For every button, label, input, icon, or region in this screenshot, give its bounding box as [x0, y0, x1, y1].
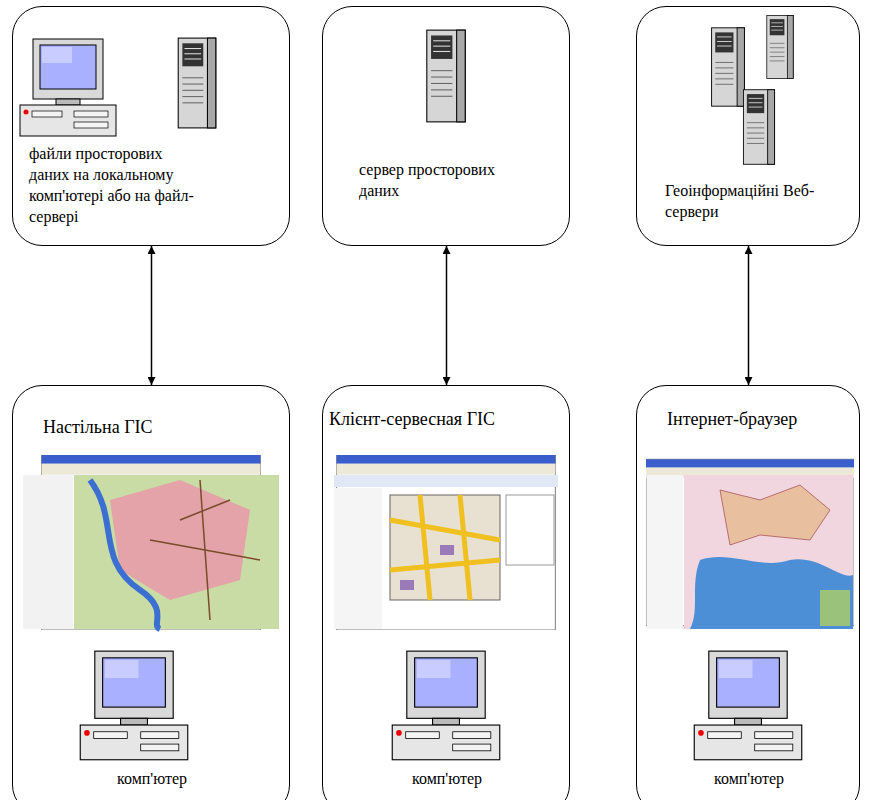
double-arrow — [748, 246, 750, 385]
computer-label: комп'ютер — [323, 768, 571, 789]
computer-label: комп'ютер — [637, 768, 861, 789]
double-arrow — [151, 246, 153, 385]
box-label: файли просторових даних на локальному ко… — [29, 143, 199, 227]
box-label: Клієнт-сервесная ГІС — [329, 408, 565, 430]
rounded-box: сервер просторових даних — [322, 6, 570, 246]
rounded-box: Інтернет-браузер комп'ютер — [636, 385, 860, 800]
box-label: Геоінформаційні Веб-сервери — [665, 180, 815, 222]
double-arrow — [446, 246, 448, 385]
rounded-box: файли просторових даних на локальному ко… — [12, 6, 290, 246]
box-label: Інтернет-браузер — [667, 408, 857, 430]
rounded-box: Настільна ГІС комп'ютер — [12, 385, 290, 800]
box-label: Настільна ГІС — [43, 416, 273, 438]
box-label: сервер просторових даних — [359, 159, 509, 201]
computer-label: комп'ютер — [13, 768, 291, 789]
rounded-box: Клієнт-сервесная ГІС комп'ютер — [322, 385, 570, 800]
rounded-box: Геоінформаційні Веб-сервери — [636, 6, 860, 246]
